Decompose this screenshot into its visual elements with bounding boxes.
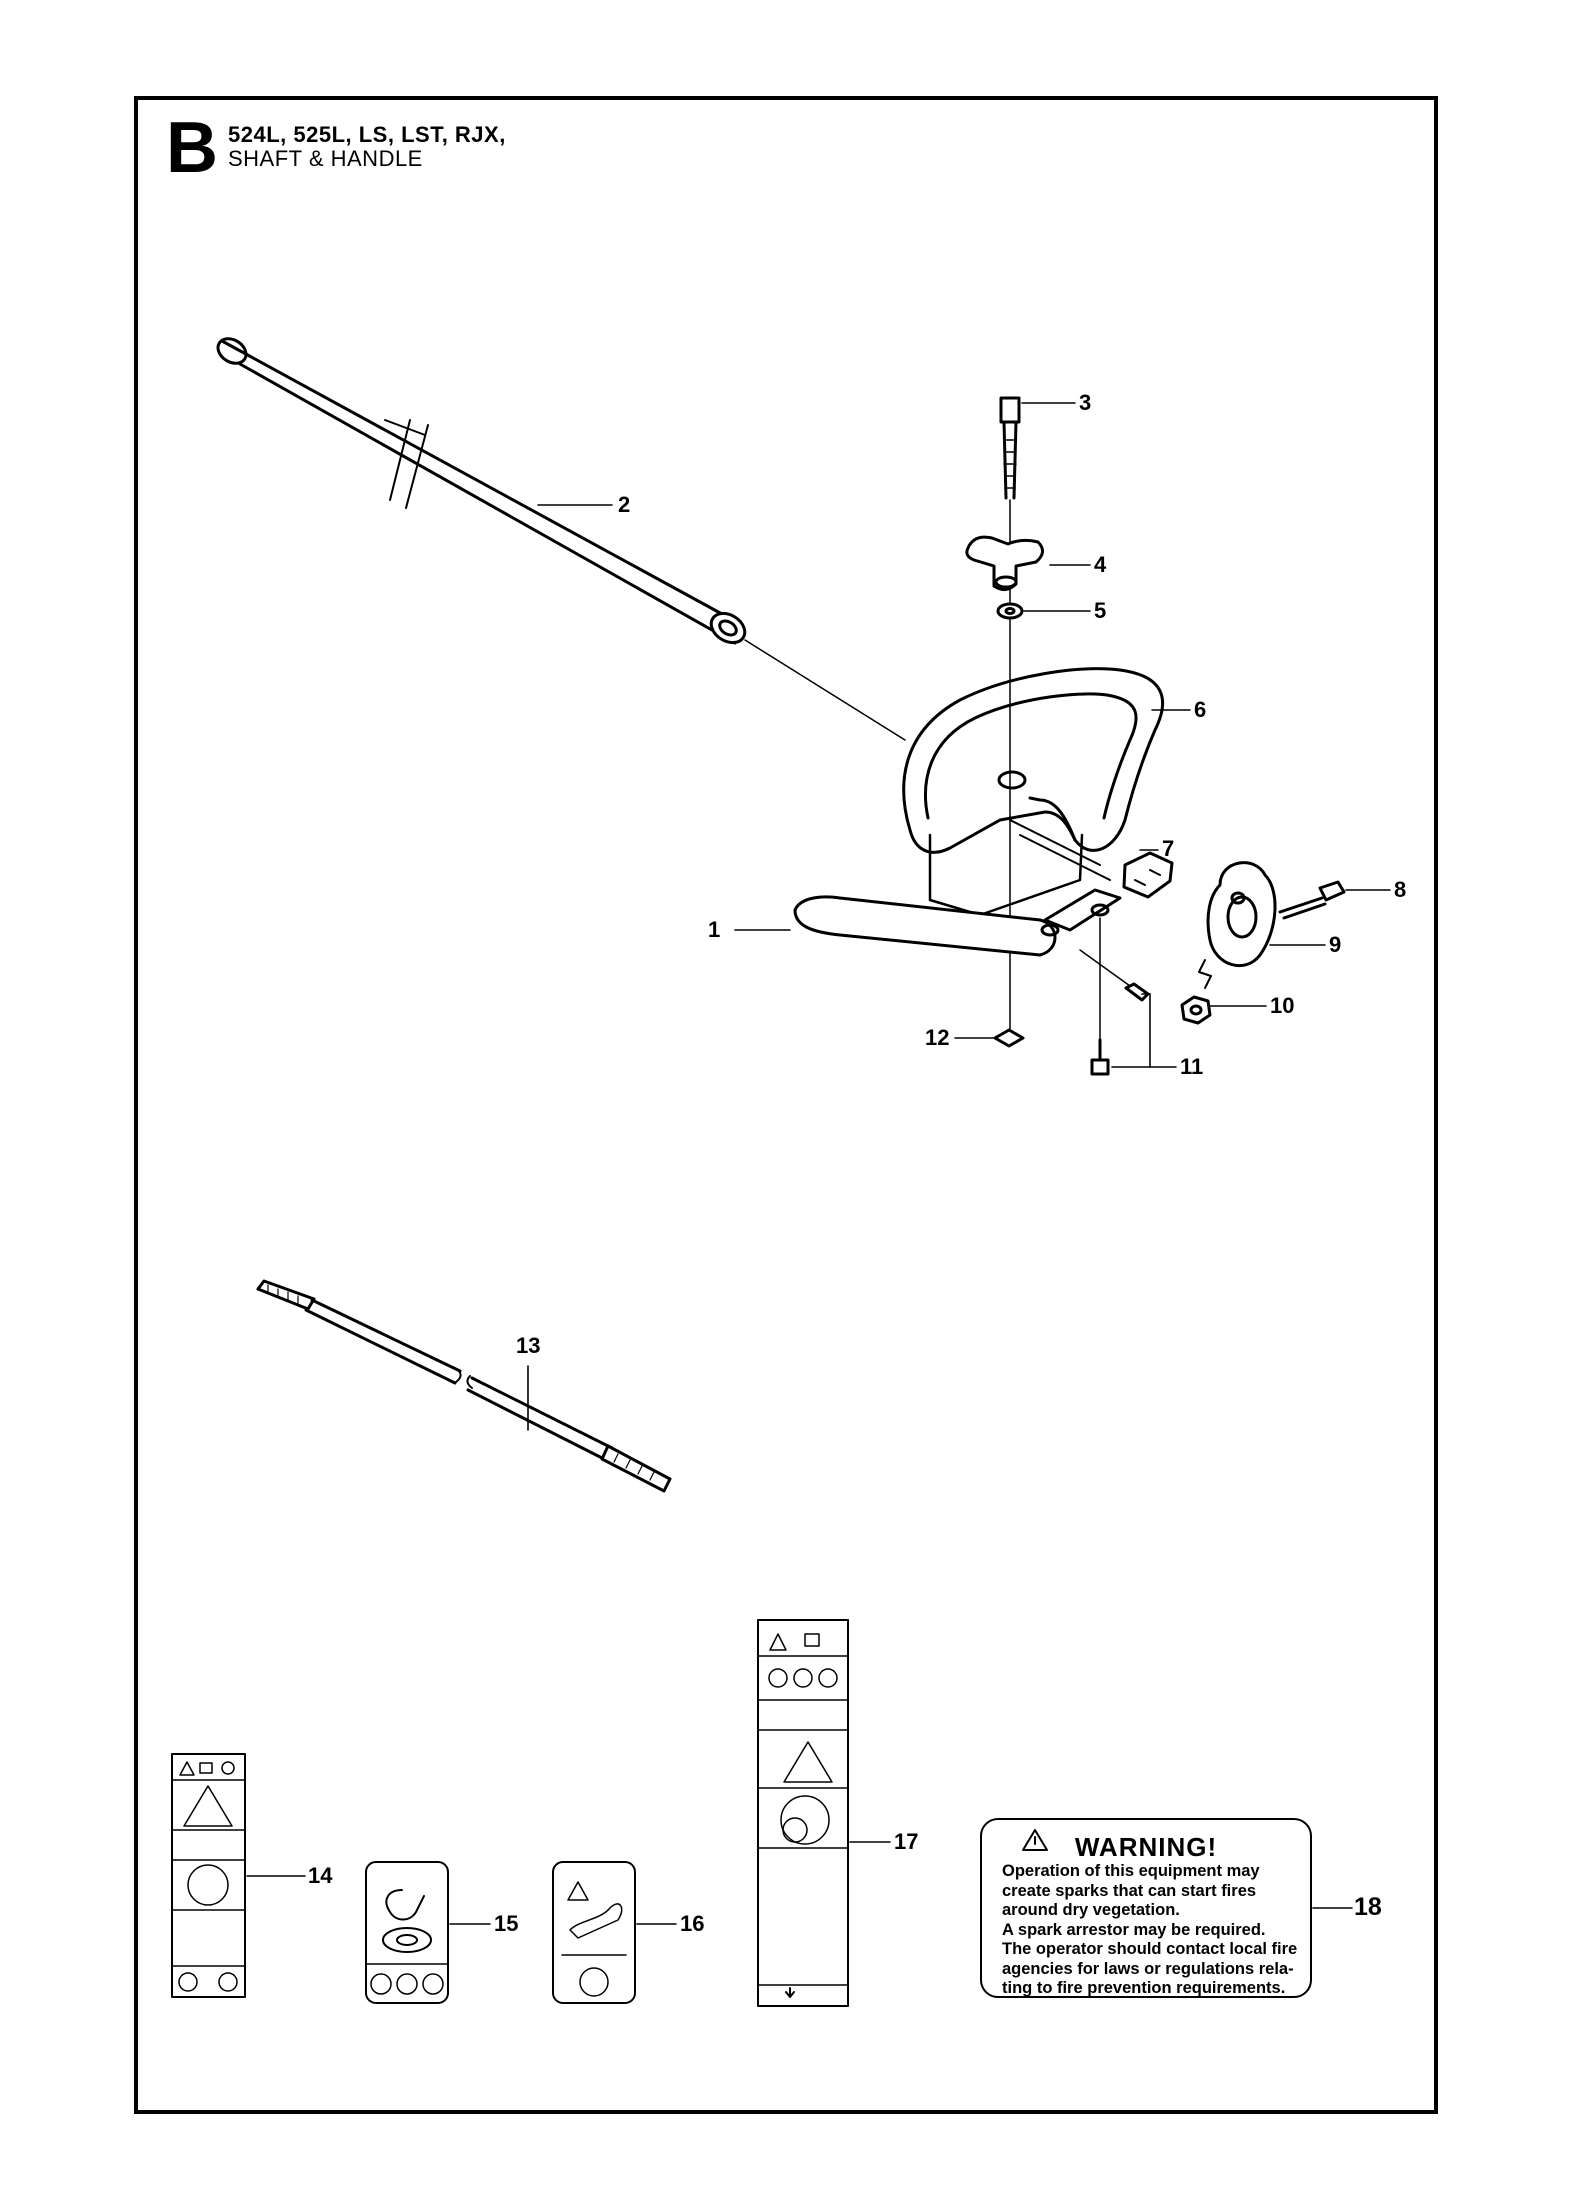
washer-part-5 [996,602,1024,620]
callout-8: 8 [1394,877,1407,902]
clamp-part-7 [1122,851,1174,899]
callout-7: 7 [1162,836,1175,861]
callout-14: 14 [308,1863,333,1888]
decal-part-14 [171,1753,306,1998]
callout-4: 4 [1094,552,1107,577]
screws-part-11 [1079,917,1177,1076]
warning-title: WARNING! [1074,1832,1218,1862]
loop-handle-part-6 [902,667,1164,917]
handle-bracket-part-9 [1198,861,1277,989]
callout-16: 16 [680,1911,705,1936]
screw-part-8 [1278,880,1346,920]
page-frame [134,96,1438,2114]
callout-1: 1 [708,917,721,942]
callout-18: 18 [1354,1893,1382,1921]
callout-10: 10 [1270,993,1295,1018]
callout-13: 13 [516,1333,541,1358]
nut-part-10 [1180,995,1212,1025]
drive-shaft-part-13 [256,1279,672,1493]
callout-6: 6 [1194,697,1207,722]
square-nut-part-12 [993,1028,1025,1048]
decal-part-15 [365,1861,491,2004]
model-list: 524L, 525L, LS, LST, RJX, [228,122,506,147]
callout-17: 17 [894,1829,919,1854]
callout-11: 11 [1180,1054,1204,1079]
lower-bar-part-1 [793,888,1122,957]
warning-decal-part-18: WARNING! Operation of this equipment may… [980,1818,1312,1998]
callout-12: 12 [925,1025,950,1050]
callout-9: 9 [1329,932,1342,957]
decal-part-17 [757,1619,891,2007]
wing-knob-part-4 [965,535,1044,591]
callout-5: 5 [1094,598,1107,623]
callout-2: 2 [618,492,631,517]
section-title: SHAFT & HANDLE [228,146,423,171]
decal-part-16 [552,1861,677,2004]
callout-3: 3 [1079,390,1092,415]
warning-triangle-icon [1022,1829,1048,1851]
callout-15: 15 [494,1911,519,1936]
warning-text: Operation of this equipment may create s… [1002,1862,1298,1997]
outer-tube-part-2 [216,337,906,741]
section-letter: B [166,108,218,188]
